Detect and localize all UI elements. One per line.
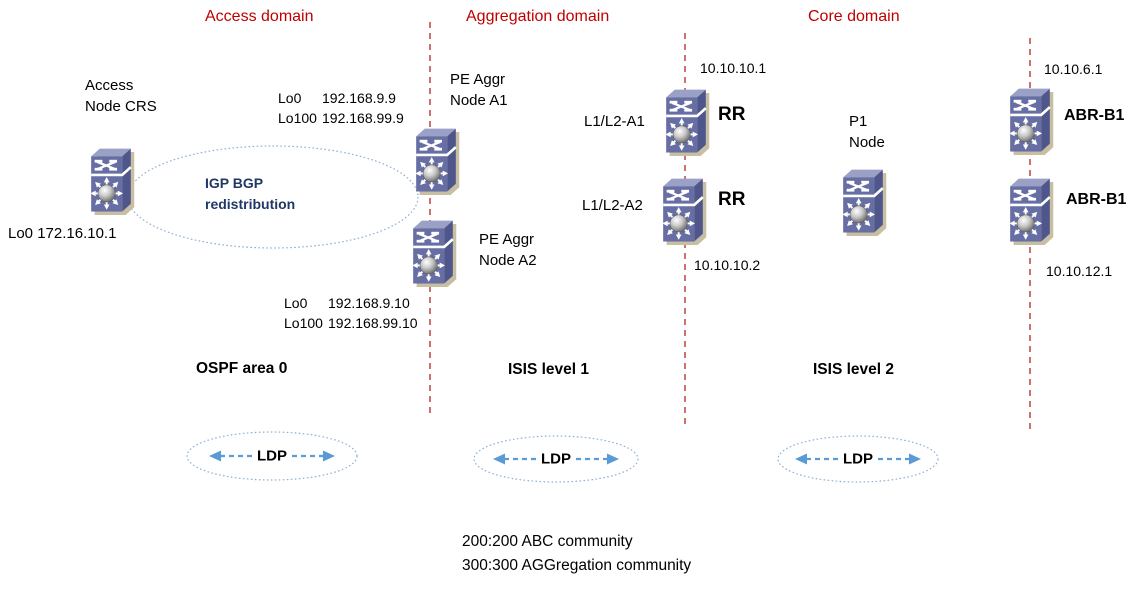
- router-icon-access-crs: [86, 144, 136, 217]
- node-label-abr-b1-lower: ABR-B1: [1066, 191, 1127, 208]
- ip-label-l1l2-a2: 10.10.10.2: [694, 257, 761, 273]
- community-note-1: 200:200 ABC community: [462, 533, 633, 550]
- lo100-ip: 192.168.99.10: [328, 315, 418, 331]
- lo0-ip: 192.168.9.9: [322, 90, 396, 106]
- router-icon-pe-aggr-a1: [411, 124, 461, 197]
- ip-label-l1l2-a1: 10.10.10.1: [700, 60, 767, 76]
- node-label-pe-aggr-a2: PE Aggr Node A2: [479, 231, 537, 269]
- router-icon-abr-b1-upper: [1005, 84, 1055, 157]
- domain-title-access: Access domain: [205, 8, 314, 25]
- left-arrow-icon: [493, 453, 505, 465]
- left-arrow-icon: [209, 450, 221, 462]
- router-icon-p1: [838, 165, 888, 238]
- role-label-rr-2: RR: [718, 189, 746, 210]
- ldp-label-access: LDP: [257, 447, 287, 465]
- protocol-label-isis1: ISIS level 1: [508, 361, 589, 378]
- ldp-ellipse: [473, 435, 639, 483]
- domain-title-aggregation: Aggregation domain: [466, 8, 610, 25]
- lo0-ip: 192.168.9.10: [328, 295, 410, 311]
- node-label-p1: P1 Node: [849, 113, 885, 151]
- lo0-name: Lo0: [278, 90, 302, 106]
- router-icon-l1l2-a1: [661, 85, 711, 158]
- lo100-name: Lo100: [278, 110, 317, 126]
- ip-label-abr-lower: 10.10.12.1: [1046, 263, 1113, 279]
- ldp-zone-access: [186, 431, 358, 481]
- node-label-access-crs: Access Node CRS: [85, 77, 157, 115]
- router-icon-l1l2-a2: [658, 174, 708, 247]
- lo100-ip: 192.168.99.9: [322, 110, 404, 126]
- router-icon-pe-aggr-a2: [408, 216, 458, 289]
- loopback-block-pe-a2: Lo0 192.168.9.10 Lo100 192.168.99.10: [284, 293, 418, 333]
- left-arrow-icon: [795, 453, 807, 465]
- protocol-label-isis2: ISIS level 2: [813, 361, 894, 378]
- igp-bgp-annotation: IGP BGP redistribution: [205, 175, 296, 212]
- right-arrow-icon: [323, 450, 335, 462]
- protocol-label-ospf: OSPF area 0: [196, 360, 288, 377]
- node-label-l1l2-a2: L1/L2-A2: [582, 197, 643, 214]
- ldp-zone-aggregation: [473, 435, 639, 483]
- right-arrow-icon: [909, 453, 921, 465]
- role-label-rr-1: RR: [718, 104, 746, 125]
- ip-label-abr-upper: 10.10.6.1: [1044, 61, 1103, 77]
- right-arrow-icon: [607, 453, 619, 465]
- loopback-block-pe-a1: Lo0 192.168.9.9 Lo100 192.168.99.9: [278, 88, 404, 128]
- lo100-name: Lo100: [284, 315, 323, 331]
- community-note-2: 300:300 AGGregation community: [462, 557, 692, 574]
- node-label-pe-aggr-a1: PE Aggr Node A1: [450, 71, 508, 109]
- domain-title-core: Core domain: [808, 8, 900, 25]
- router-icon-abr-b1-lower: [1005, 174, 1055, 247]
- node-label-abr-b1-upper: ABR-B1: [1064, 107, 1125, 124]
- loopback-label-access-crs: Lo0 172.16.10.1: [8, 225, 117, 242]
- ldp-label-core: LDP: [843, 450, 873, 468]
- ldp-ellipse: [186, 431, 358, 481]
- igp-bgp-ellipse: [127, 145, 419, 249]
- ldp-zone-core: [777, 435, 939, 483]
- ldp-label-aggregation: LDP: [541, 450, 571, 468]
- lo0-name: Lo0: [284, 295, 308, 311]
- ldp-ellipse: [777, 435, 939, 483]
- node-label-l1l2-a1: L1/L2-A1: [584, 113, 645, 130]
